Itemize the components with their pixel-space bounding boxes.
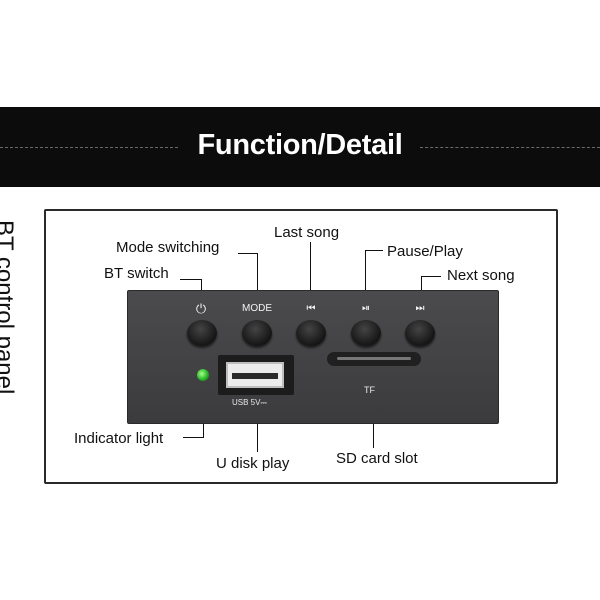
indicator-light xyxy=(197,369,209,381)
content-frame xyxy=(44,209,558,484)
usb-port-tongue xyxy=(232,373,278,379)
label-bt-switch: BT switch xyxy=(104,265,169,282)
mode-button[interactable] xyxy=(242,320,272,346)
play-pause-icon: ⏯ xyxy=(362,303,370,314)
banner-rule-right xyxy=(420,147,600,149)
power-icon: ⏻ xyxy=(195,301,207,316)
line-last-song xyxy=(310,242,311,301)
line-mode-switching-v xyxy=(257,253,258,301)
line-pause-play xyxy=(365,250,366,301)
line-u-disk xyxy=(257,396,258,452)
usb-port[interactable] xyxy=(218,355,294,395)
label-u-disk-play: U disk play xyxy=(216,455,290,472)
side-label: BT control panel xyxy=(0,220,36,460)
header-banner: Function/Detail xyxy=(0,107,600,187)
banner-rule-left xyxy=(0,147,178,149)
sd-card-slit xyxy=(337,357,411,360)
last-song-button[interactable] xyxy=(296,320,326,346)
line-pause-play-h xyxy=(365,250,383,251)
skip-next-icon: ⏭ xyxy=(415,303,425,314)
line-mode-switching xyxy=(238,253,258,254)
next-song-button[interactable] xyxy=(405,320,435,346)
label-pause-play: Pause/Play xyxy=(387,243,463,260)
label-mode-switching: Mode switching xyxy=(116,239,220,256)
label-indicator-light: Indicator light xyxy=(74,430,164,447)
usb-label: USB 5V⎓ xyxy=(232,398,267,407)
line-next-song-h xyxy=(421,276,441,277)
control-panel xyxy=(127,290,499,424)
mode-label: MODE xyxy=(242,303,272,314)
line-next-song xyxy=(421,276,422,301)
line-indicator-h xyxy=(183,437,204,438)
tf-label: TF xyxy=(364,385,375,395)
sd-card-slot[interactable] xyxy=(327,352,421,366)
side-label-text: BT control panel xyxy=(0,220,18,395)
banner-title: Function/Detail xyxy=(197,129,403,161)
label-next-song: Next song xyxy=(447,267,515,284)
usb-port-inner xyxy=(226,362,284,388)
label-sd-card-slot: SD card slot xyxy=(336,450,418,467)
label-last-song: Last song xyxy=(274,224,340,241)
bt-switch-button[interactable] xyxy=(187,320,217,346)
skip-previous-icon: ⏮ xyxy=(306,303,316,314)
pause-play-button[interactable] xyxy=(351,320,381,346)
line-bt-switch xyxy=(180,279,202,280)
